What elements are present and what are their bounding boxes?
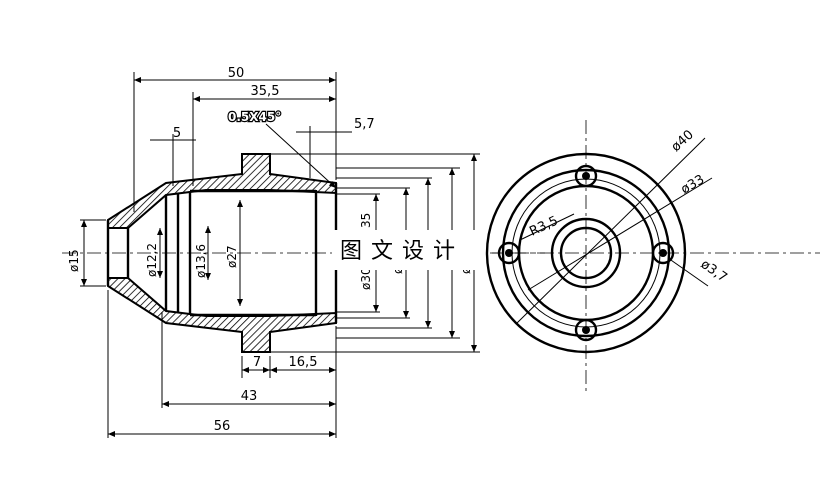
dim-d27: ø27 (225, 245, 239, 268)
dim-d37: ø3,7 (698, 257, 730, 286)
leader-d40 (515, 137, 706, 325)
leader-d33 (527, 177, 713, 291)
dim-d-outer: ø (459, 267, 473, 274)
dim-5: 5 (173, 126, 181, 141)
hole-left (497, 241, 521, 265)
mount-holes (497, 164, 675, 342)
watermark-box (332, 230, 492, 270)
extension-lines (80, 72, 480, 438)
hole-right (651, 241, 675, 265)
hole-top-center (582, 172, 590, 180)
dim-7: 7 (253, 355, 261, 370)
dim-d12: ø12,2 (145, 243, 159, 277)
dim-d33: ø33 (679, 172, 708, 197)
bore-outer-circle (550, 217, 622, 289)
dim-d15: ø15 (67, 249, 81, 272)
dim-d-inner: ø (391, 267, 405, 274)
bore-inner-circle (559, 226, 613, 280)
dim-d30: ø30 (359, 267, 373, 290)
outer-circle-d40 (485, 152, 687, 354)
dim-56: 56 (214, 419, 231, 434)
hole-right-center (659, 249, 667, 257)
dim-d13: ø13,6 (194, 244, 208, 278)
dim-50: 50 (228, 66, 245, 81)
chamfer-note: 0.5X45° (228, 110, 281, 124)
hole-bottom (574, 318, 598, 342)
leader-r35 (519, 213, 575, 241)
hole-left-center (505, 249, 513, 257)
chamfer-leader (265, 123, 337, 189)
dim-35-5: 35,5 (251, 84, 280, 99)
leader-d37 (667, 257, 709, 287)
hole-bottom-center (582, 326, 590, 334)
circle-d33 (501, 168, 671, 338)
watermark-text: 图文设计 (340, 239, 464, 264)
dim-35: 35 (359, 213, 373, 228)
dim-5-7: 5,7 (354, 117, 375, 132)
side-section-view: 50 35,5 0.5X45° 5 5,7 7 16,5 43 56 ø15 ø… (62, 66, 545, 438)
dim-16-5: 16,5 (289, 355, 318, 370)
hole-top (574, 164, 598, 188)
front-view: ø40 ø33 R3,5 ø3,7 (485, 120, 820, 392)
dim-43: 43 (241, 389, 258, 404)
